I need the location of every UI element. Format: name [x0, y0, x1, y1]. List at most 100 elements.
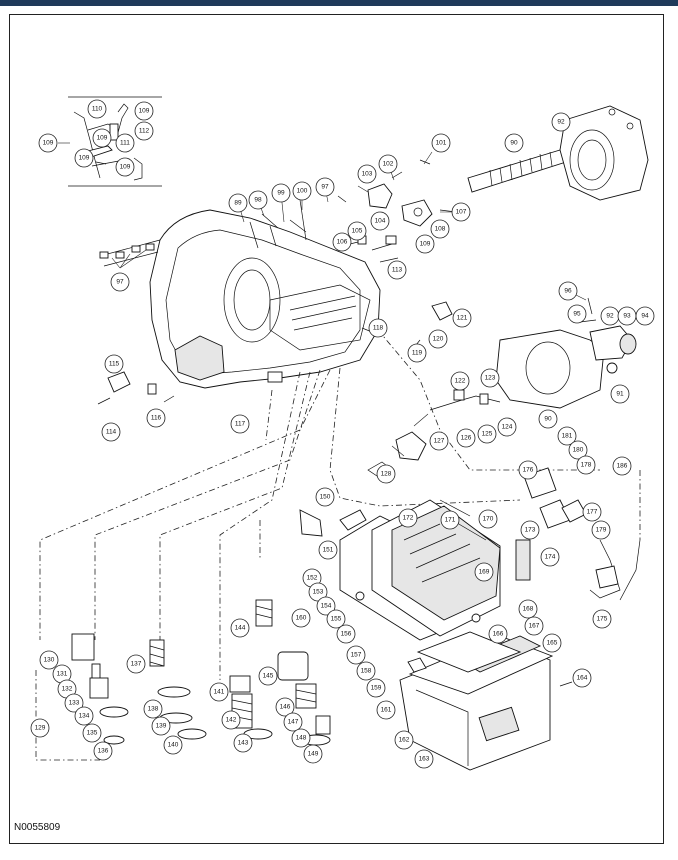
callout-101: 101: [431, 133, 451, 153]
callout-114: 114: [101, 422, 121, 442]
svg-text:138: 138: [148, 706, 159, 713]
svg-text:107: 107: [456, 209, 467, 216]
svg-text:137: 137: [131, 661, 142, 668]
callout-163: 163: [414, 749, 434, 769]
callout-98: 98: [248, 190, 268, 210]
callout-97: 97: [110, 272, 130, 292]
svg-text:90: 90: [544, 416, 552, 423]
svg-text:149: 149: [308, 751, 319, 758]
callout-139: 139: [151, 716, 171, 736]
svg-text:90: 90: [510, 140, 518, 147]
callout-165: 165: [542, 633, 562, 653]
callout-172: 172: [398, 508, 418, 528]
callout-148: 148: [291, 728, 311, 748]
svg-text:136: 136: [98, 748, 109, 755]
callout-97: 97: [315, 177, 335, 197]
svg-text:163: 163: [419, 756, 430, 763]
callout-175: 175: [592, 609, 612, 629]
callout-109: 109: [38, 133, 58, 153]
callout-180: 180: [568, 440, 588, 460]
callout-93: 93: [617, 306, 637, 326]
svg-text:92: 92: [557, 119, 565, 126]
callout-121: 121: [452, 308, 472, 328]
svg-text:170: 170: [483, 516, 494, 523]
callout-171: 171: [440, 510, 460, 530]
callout-134: 134: [74, 706, 94, 726]
callout-170: 170: [478, 509, 498, 529]
svg-text:93: 93: [623, 313, 631, 320]
callout-140: 140: [163, 735, 183, 755]
svg-text:129: 129: [35, 725, 46, 732]
svg-text:177: 177: [587, 509, 598, 516]
oil-pan-assembly: [399, 631, 573, 771]
svg-text:111: 111: [120, 140, 130, 147]
svg-text:148: 148: [296, 735, 307, 742]
svg-text:168: 168: [523, 606, 534, 613]
svg-text:151: 151: [323, 547, 334, 554]
svg-text:159: 159: [371, 685, 382, 692]
callout-112: 112: [134, 121, 154, 141]
svg-text:125: 125: [482, 431, 493, 438]
svg-text:94: 94: [641, 313, 649, 320]
svg-text:178: 178: [581, 462, 592, 469]
callout-125: 125: [477, 424, 497, 444]
svg-text:103: 103: [362, 171, 373, 178]
svg-text:146: 146: [280, 704, 291, 711]
svg-text:157: 157: [351, 652, 362, 659]
svg-text:101: 101: [436, 140, 447, 147]
callout-92: 92: [600, 306, 620, 326]
svg-text:167: 167: [529, 623, 540, 630]
callout-127: 127: [429, 431, 449, 451]
svg-text:135: 135: [87, 730, 98, 737]
svg-text:108: 108: [435, 226, 446, 233]
callout-141: 141: [209, 682, 229, 702]
upper-hardware: [261, 159, 457, 351]
svg-text:132: 132: [62, 686, 73, 693]
callout-186: 186: [612, 456, 632, 476]
svg-text:109: 109: [420, 241, 431, 248]
callout-129: 129: [30, 718, 50, 738]
callout-91: 91: [610, 384, 630, 404]
svg-text:181: 181: [562, 433, 573, 440]
callout-149: 149: [303, 744, 323, 764]
callout-108: 108: [430, 219, 450, 239]
callout-109: 109: [415, 234, 435, 254]
callout-137: 137: [126, 654, 146, 674]
callout-109: 109: [115, 157, 135, 177]
svg-text:169: 169: [479, 569, 490, 576]
svg-text:158: 158: [361, 668, 372, 675]
callout-138: 138: [143, 699, 163, 719]
svg-text:123: 123: [485, 375, 496, 382]
svg-text:164: 164: [577, 675, 588, 682]
svg-text:109: 109: [120, 164, 131, 171]
svg-text:144: 144: [235, 625, 246, 632]
svg-text:139: 139: [156, 723, 167, 730]
svg-text:155: 155: [331, 616, 342, 623]
callout-105: 105: [347, 221, 367, 241]
diagram-frame: [9, 14, 664, 844]
callout-123: 123: [480, 368, 500, 388]
callout-147: 147: [283, 712, 303, 732]
svg-text:104: 104: [375, 218, 386, 225]
callout-102: 102: [378, 154, 398, 174]
callout-109: 109: [92, 128, 112, 148]
svg-text:156: 156: [341, 631, 352, 638]
callout-113: 113: [387, 260, 407, 280]
callout-145: 145: [258, 666, 278, 686]
svg-text:161: 161: [381, 707, 392, 714]
svg-text:127: 127: [434, 438, 445, 445]
callout-107: 107: [451, 202, 471, 222]
callout-122: 122: [450, 371, 470, 391]
transmission-case: [99, 209, 381, 389]
callout-169: 169: [474, 562, 494, 582]
svg-text:100: 100: [297, 188, 308, 195]
callout-133: 133: [64, 693, 84, 713]
svg-text:98: 98: [254, 197, 262, 204]
callout-95: 95: [567, 304, 587, 324]
svg-text:147: 147: [288, 719, 299, 726]
selector-parts: [367, 389, 501, 479]
callout-177: 177: [582, 502, 602, 522]
svg-text:131: 131: [57, 671, 68, 678]
svg-text:162: 162: [399, 737, 410, 744]
callout-116: 116: [146, 408, 166, 428]
